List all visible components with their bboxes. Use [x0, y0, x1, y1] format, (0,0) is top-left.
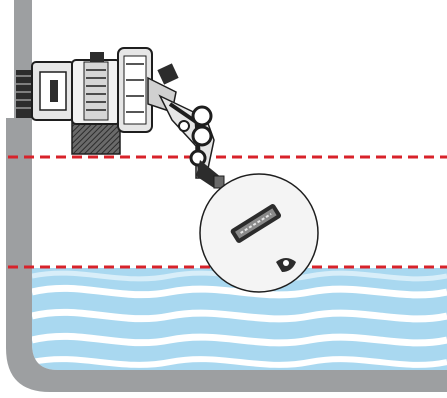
valve-body-icon	[71, 52, 121, 125]
water-wave-2	[32, 308, 447, 323]
lever-arm-icon	[158, 94, 225, 189]
threaded-inlet-icon	[16, 70, 32, 118]
valve-assembly	[16, 47, 179, 155]
pivot-upper	[191, 105, 213, 127]
float-ball-icon	[199, 173, 319, 293]
water-wave-1	[32, 284, 447, 299]
water-wave-4	[32, 356, 447, 368]
water-wave-3	[32, 332, 447, 347]
pivot-middle	[191, 125, 213, 147]
